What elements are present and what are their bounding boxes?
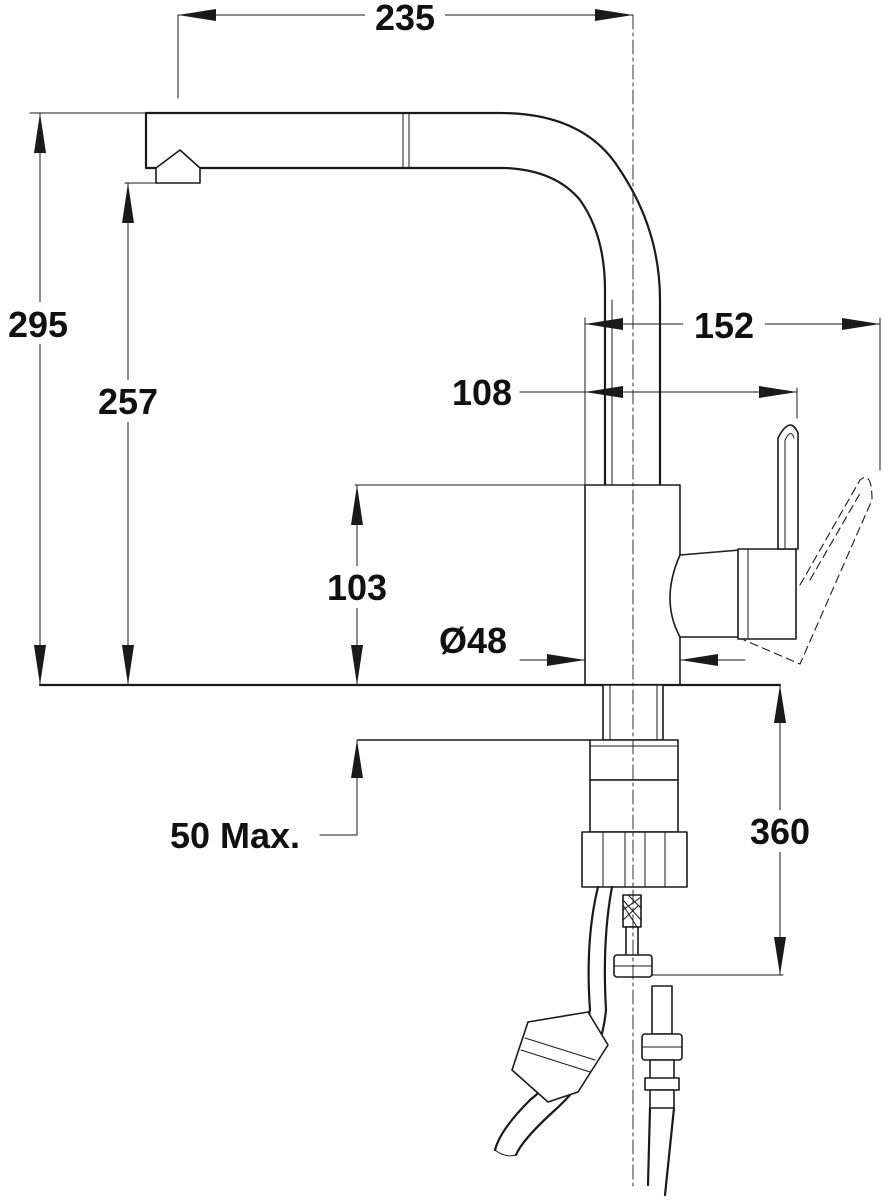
lever-cartridge <box>669 549 741 638</box>
spout-outer <box>144 111 662 487</box>
dim-label-360: 360 <box>750 811 810 852</box>
dim-label-152: 152 <box>694 305 754 346</box>
dim-48-arrow-left <box>547 654 585 666</box>
dim-235-arrow-right <box>595 9 633 21</box>
faucet-outline <box>38 14 873 1197</box>
dim-108-arrow-left <box>585 386 623 398</box>
hose-weight-band-1 <box>524 1037 596 1061</box>
dim-label-257: 257 <box>98 381 158 422</box>
dim-257-arrow-bottom <box>122 645 134 685</box>
lever-alternate-inner <box>809 489 863 581</box>
dim-295-arrow-bottom <box>34 645 46 685</box>
dim-label-235: 235 <box>375 0 435 38</box>
supply-hose-right <box>641 985 683 1197</box>
dim-103-arrow-top <box>351 485 363 525</box>
dim-103-arrow-bottom <box>351 645 363 685</box>
mounting-sleeve <box>589 779 679 833</box>
aerator-nozzle <box>155 149 201 184</box>
hose-weight <box>511 1011 609 1103</box>
dim-152-arrow-right <box>842 318 880 330</box>
mounting-nut <box>581 831 688 888</box>
faucet-body <box>584 484 681 686</box>
lever-alternate-position <box>743 476 873 665</box>
lever-cap <box>737 548 797 640</box>
dim-label-103: 103 <box>327 567 387 608</box>
dim-360-arrow-bottom <box>774 937 786 975</box>
dim-108-arrow-right <box>759 386 797 398</box>
dim-label-50-max: 50 Max. <box>170 815 300 856</box>
dim-48-arrow-right <box>680 654 718 666</box>
dim-257-arrow-top <box>122 183 134 223</box>
lever-handle <box>777 424 799 550</box>
dim-label-295: 295 <box>8 304 68 345</box>
spout-inner <box>144 166 607 487</box>
dim-label-108: 108 <box>452 372 512 413</box>
dim-152-arrow-left <box>585 318 623 330</box>
hose-weight-band-2 <box>520 1049 591 1073</box>
dim-360-arrow-top <box>774 685 786 723</box>
dim-label-48: Ø48 <box>439 620 507 661</box>
dim-50-arrow <box>351 740 363 778</box>
dim-295-arrow-top <box>34 113 46 153</box>
dimension-labels: 235 295 257 152 108 103 Ø48 50 Max. 360 <box>7 0 811 856</box>
hose-end <box>494 1149 517 1157</box>
dim-235-arrow-left <box>178 9 216 21</box>
lever-handle-inner <box>784 433 795 550</box>
